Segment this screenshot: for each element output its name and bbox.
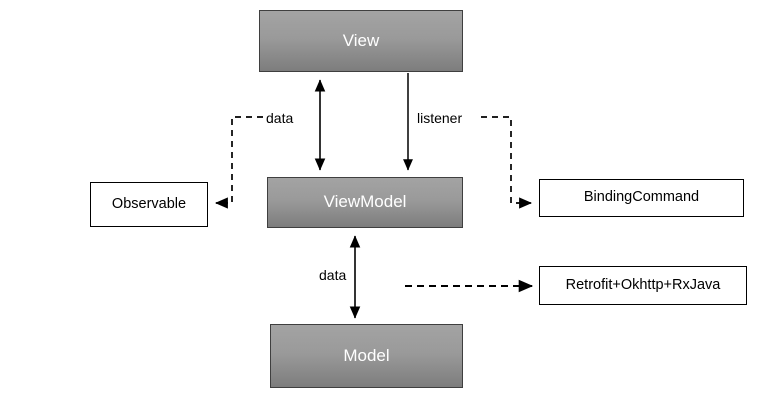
edge-view-bindingcommand bbox=[481, 116, 533, 209]
node-retrofit[interactable]: Retrofit+Okhttp+RxJava bbox=[539, 266, 747, 305]
node-model[interactable]: Model bbox=[270, 324, 463, 388]
edge-label-listener: listener bbox=[415, 110, 465, 126]
node-viewmodel-label: ViewModel bbox=[323, 192, 407, 212]
edge-label-data-lower: data bbox=[317, 267, 349, 283]
node-view[interactable]: View bbox=[259, 10, 463, 72]
node-view-label: View bbox=[342, 30, 380, 50]
node-observable[interactable]: Observable bbox=[90, 182, 208, 227]
node-observable-label: Observable bbox=[111, 195, 187, 212]
edge-label-data-upper: data bbox=[264, 110, 296, 126]
node-viewmodel[interactable]: ViewModel bbox=[267, 177, 463, 228]
node-bindingcommand[interactable]: BindingCommand bbox=[539, 179, 744, 217]
node-bindingcommand-label: BindingCommand bbox=[583, 189, 700, 206]
node-retrofit-label: Retrofit+Okhttp+RxJava bbox=[565, 276, 721, 293]
edge-viewmodel-observable-data bbox=[214, 116, 263, 209]
node-model-label: Model bbox=[343, 345, 390, 365]
